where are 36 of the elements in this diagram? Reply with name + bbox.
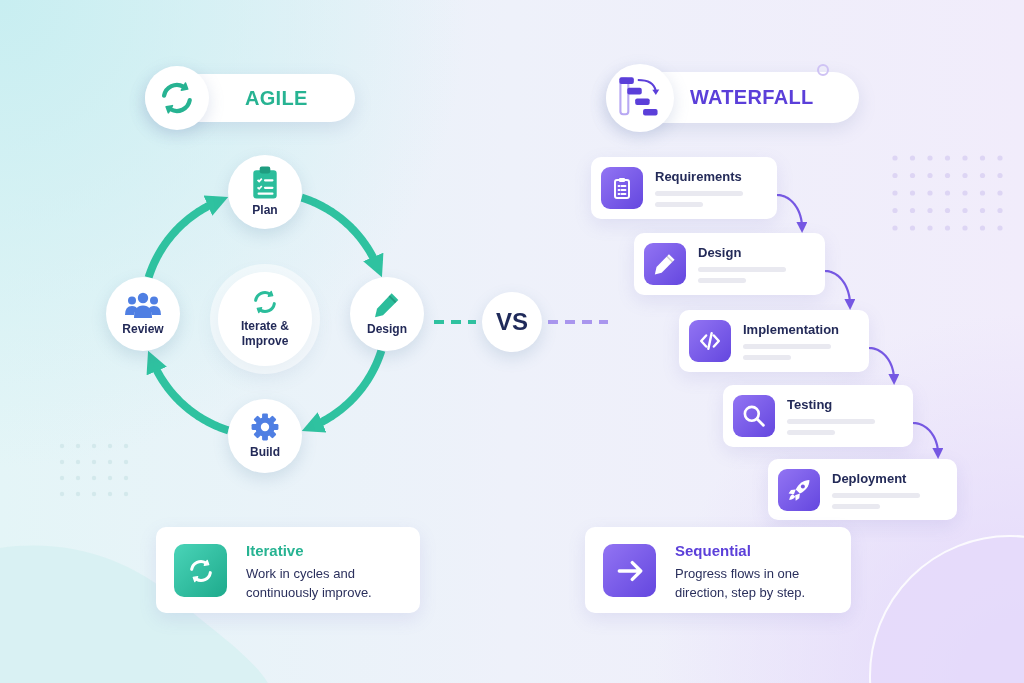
- phase-title: Implementation: [743, 322, 840, 338]
- card-description: Work in cycles and continuously improve.: [246, 565, 373, 602]
- versus-circle: [482, 292, 542, 352]
- versus-label: VS: [496, 308, 528, 336]
- phase-card: [591, 157, 777, 219]
- dashed-connector: [434, 320, 476, 324]
- flow-arrow: [912, 421, 944, 459]
- phase-label: Design: [367, 321, 407, 337]
- card-title: Sequential: [675, 542, 751, 560]
- cycle-arrow: [146, 350, 231, 435]
- flow-arrow: [824, 269, 856, 310]
- center-circle: [218, 272, 312, 366]
- summary-card: [156, 527, 420, 613]
- phase-title: Testing: [787, 397, 833, 413]
- phase-card: [768, 459, 957, 520]
- section-title: WATERFALL: [690, 85, 814, 110]
- cycle-arrow: [144, 195, 229, 280]
- cycle-arrow: [301, 348, 386, 433]
- flow-arrow: [868, 346, 900, 385]
- card-title: Iterative: [246, 542, 304, 560]
- phase-title: Design: [698, 245, 742, 261]
- phase-label: Build: [250, 444, 280, 460]
- phase-label: Plan: [252, 203, 278, 218]
- phase-title: Requirements: [655, 169, 742, 185]
- flow-arrow: [776, 193, 808, 233]
- phase-label: Review: [122, 321, 164, 337]
- dashed-connector: [548, 320, 608, 324]
- phase-title: Deployment: [832, 471, 907, 487]
- phase-card: [679, 310, 869, 372]
- card-description: Progress flows in one direction, step by step.: [675, 565, 807, 602]
- section-title: AGILE: [245, 86, 308, 111]
- summary-card: [585, 527, 851, 613]
- phase-label: Iterate & Improve: [240, 319, 290, 349]
- phase-card: [723, 385, 913, 447]
- cycle-arrow: [299, 193, 384, 278]
- phase-card: [634, 233, 825, 295]
